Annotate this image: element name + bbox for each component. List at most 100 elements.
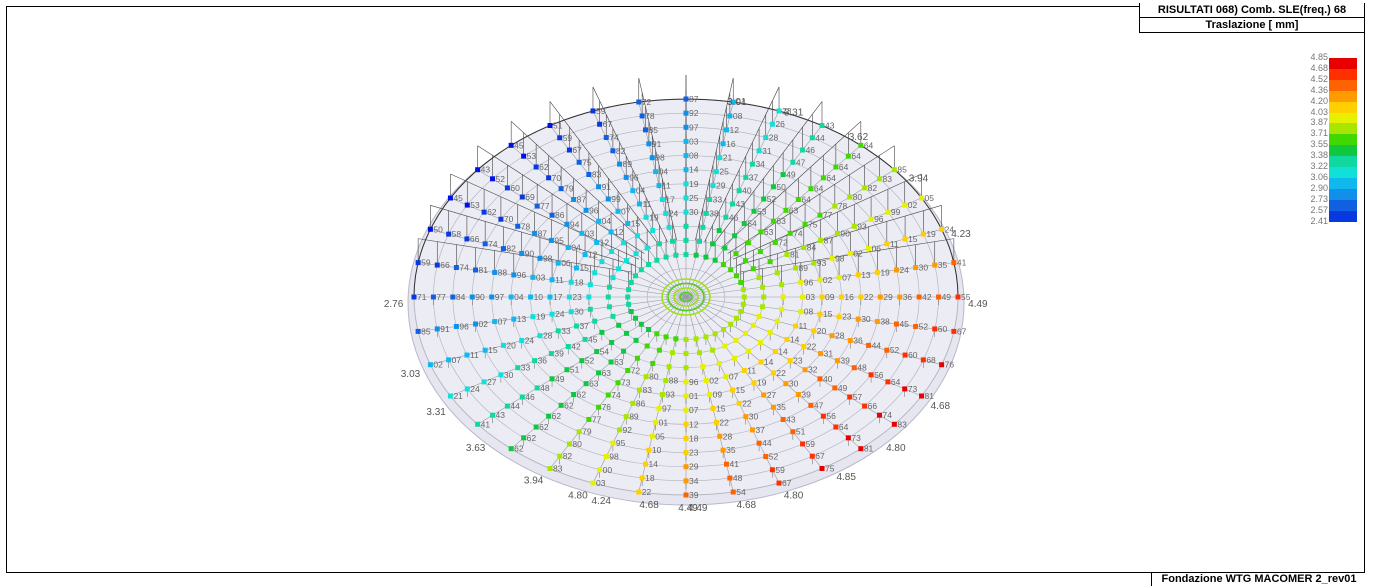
displacement-node [733, 337, 739, 343]
displacement-node [643, 127, 649, 133]
displacement-node [758, 359, 764, 365]
node-value-label: 83 [897, 419, 907, 429]
displacement-node [819, 465, 825, 471]
node-value-label: 93 [817, 258, 827, 268]
displacement-node [654, 257, 660, 263]
radial-end-label: 3.03 [401, 369, 421, 380]
node-value-label: 48 [540, 383, 550, 393]
node-value-label: 18 [574, 277, 584, 287]
node-value-label: 64 [839, 162, 849, 172]
legend-swatch [1329, 145, 1357, 157]
displacement-node [858, 294, 864, 300]
node-value-label: 67 [572, 145, 582, 155]
displacement-node [939, 362, 945, 368]
displacement-node [519, 338, 525, 344]
node-value-label: 70 [504, 214, 514, 224]
node-value-label: 29 [883, 292, 893, 302]
node-value-label: 46 [806, 145, 816, 155]
node-value-label: 21 [453, 391, 463, 401]
displacement-node [615, 208, 621, 214]
displacement-node [727, 475, 733, 481]
node-value-label: 39 [801, 390, 811, 400]
displacement-node [453, 265, 459, 271]
node-value-label: 34 [689, 476, 699, 486]
node-value-label: 91 [602, 182, 612, 192]
displacement-node [596, 370, 602, 376]
displacement-node [547, 465, 553, 471]
node-value-label: 19 [649, 212, 659, 222]
displacement-node [549, 311, 555, 317]
node-value-label: 23 [793, 356, 803, 366]
displacement-node [713, 169, 719, 175]
node-value-label: 03 [689, 136, 699, 146]
hub-ring [667, 282, 705, 312]
displacement-node [717, 155, 723, 161]
displacement-node [793, 265, 799, 271]
displacement-node [800, 441, 806, 447]
displacement-node [683, 138, 689, 144]
displacement-node [508, 294, 514, 300]
displacement-node [606, 284, 612, 290]
displacement-node [790, 159, 796, 165]
node-value-label: 39 [689, 490, 699, 500]
radial-end-label: 3.94 [524, 476, 544, 487]
displacement-node [587, 282, 593, 288]
node-value-label: 24 [669, 208, 679, 218]
displacement-node [533, 424, 539, 430]
node-value-label: 45 [514, 140, 524, 150]
displacement-node [515, 365, 521, 371]
node-value-label: 30 [861, 314, 871, 324]
displacement-node [519, 394, 525, 400]
displacement-node [862, 185, 868, 191]
displacement-node [663, 210, 669, 216]
displacement-node [802, 367, 808, 373]
displacement-node [605, 392, 611, 398]
displacement-node [745, 240, 751, 246]
node-value-label: 96 [589, 205, 599, 215]
displacement-node [743, 330, 749, 336]
node-value-label: 08 [733, 111, 743, 121]
displacement-node [874, 269, 880, 275]
node-value-label: 82 [868, 183, 878, 193]
displacement-node [868, 372, 874, 378]
displacement-node [537, 255, 543, 261]
node-value-label: 63 [614, 357, 624, 367]
displacement-node [636, 489, 642, 495]
displacement-node [758, 229, 764, 235]
displacement-node [809, 135, 815, 141]
displacement-node [712, 257, 718, 263]
displacement-node [893, 267, 899, 273]
displacement-node [653, 169, 659, 175]
displacement-node [858, 446, 864, 452]
displacement-node [608, 359, 614, 365]
node-value-label: 06 [872, 244, 882, 254]
displacement-node [670, 350, 676, 356]
node-value-label: 12 [600, 237, 610, 247]
node-value-label: 52 [769, 451, 779, 461]
displacement-node [481, 379, 487, 385]
displacement-node [656, 183, 662, 189]
displacement-node [549, 277, 555, 283]
legend-label: 3.87 [1310, 117, 1328, 128]
displacement-node [511, 316, 517, 322]
displacement-node [566, 441, 572, 447]
displacement-node [884, 347, 890, 353]
displacement-node [447, 393, 453, 399]
displacement-node [646, 447, 652, 453]
displacement-node [537, 333, 543, 339]
node-value-label: 11 [642, 199, 651, 209]
node-value-label: 60 [938, 324, 948, 334]
node-value-label: 03 [596, 478, 606, 488]
node-value-label: 86 [555, 210, 565, 220]
node-value-label: 03 [806, 292, 816, 302]
displacement-node [817, 212, 823, 218]
node-value-label: 57 [853, 392, 863, 402]
radial-end-label: 3.62 [849, 132, 869, 143]
displacement-node [475, 167, 481, 173]
displacement-node [557, 135, 563, 141]
displacement-node [743, 258, 749, 264]
node-value-label: 14 [689, 165, 699, 175]
displacement-node [534, 385, 540, 391]
displacement-node [932, 326, 938, 332]
